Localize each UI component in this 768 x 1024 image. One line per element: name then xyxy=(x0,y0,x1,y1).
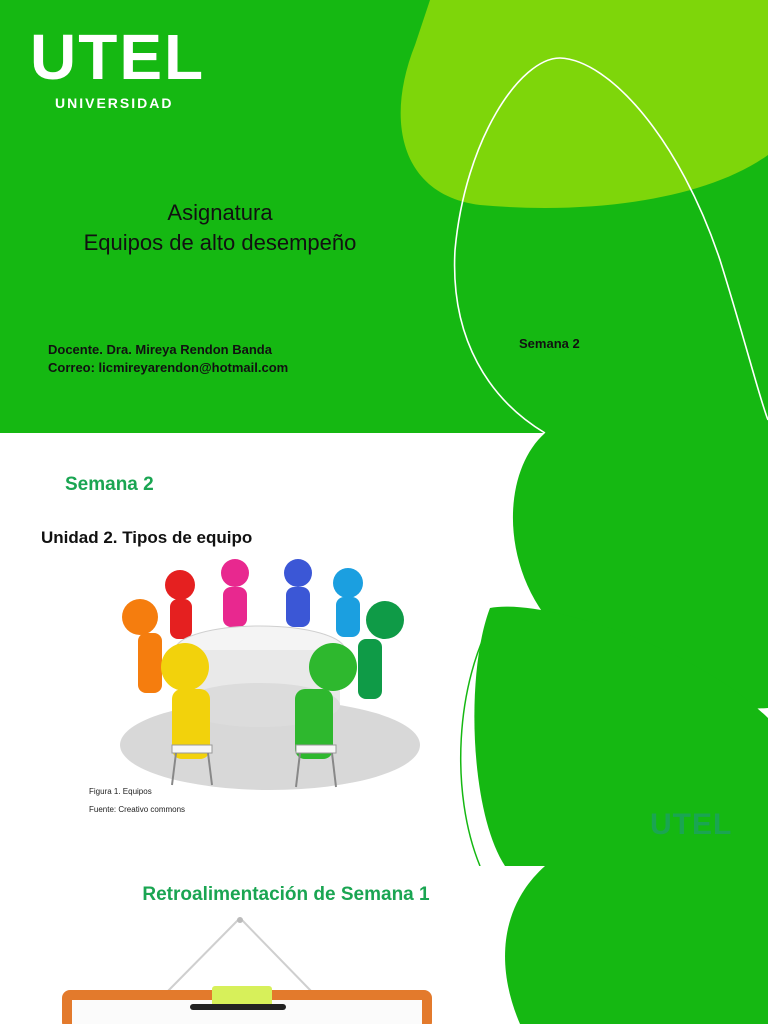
feedback-slide: Retroalimentación de Semana 1 xyxy=(0,866,768,1024)
subject-label: Asignatura xyxy=(167,200,273,225)
clipboard-board-icon xyxy=(62,917,432,1024)
utel-logo-subtext: UNIVERSIDAD xyxy=(55,95,174,111)
teacher-name: Docente. Dra. Mireya Rendon Banda xyxy=(48,342,272,357)
utel-logo: UTEL xyxy=(30,21,206,93)
people-round-table-icon xyxy=(120,559,420,790)
utel-logo-small: UTEL xyxy=(650,808,733,841)
unit-slide-background xyxy=(459,433,768,866)
figure-caption: Figura 1. Equipos xyxy=(89,787,152,796)
teacher-email: Correo: licmireyarendon@hotmail.com xyxy=(48,360,289,375)
figure-source: Fuente: Creativo commons xyxy=(89,805,186,814)
unit-title: Unidad 2. Tipos de equipo xyxy=(41,528,253,547)
subject-title: Equipos de alto desempeño xyxy=(83,230,357,255)
feedback-heading: Retroalimentación de Semana 1 xyxy=(142,884,430,905)
week-label: Semana 2 xyxy=(519,336,580,351)
week-heading: Semana 2 xyxy=(65,474,154,495)
title-slide-background xyxy=(400,0,768,433)
feedback-slide-background xyxy=(505,866,768,1024)
unit-slide: Semana 2 Unidad 2. Tipos de equipo Figur… xyxy=(0,433,768,866)
title-slide: UTEL UNIVERSIDAD Asignatura Equipos de a… xyxy=(0,0,768,433)
